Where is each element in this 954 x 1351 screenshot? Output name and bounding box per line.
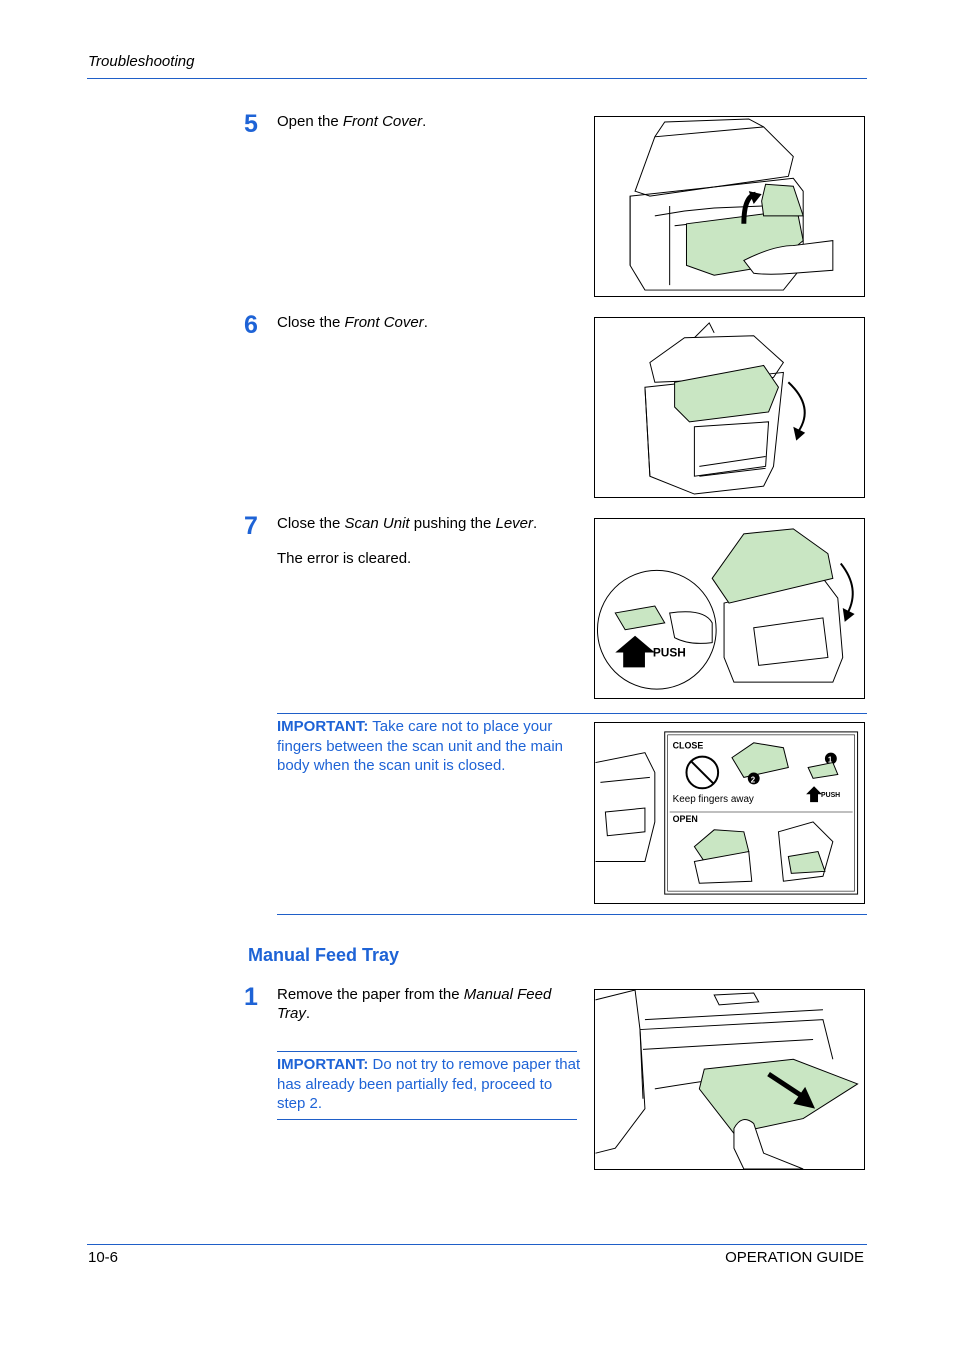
push-label: PUSH (653, 645, 686, 659)
running-header: Troubleshooting (88, 53, 195, 70)
label-close: CLOSE (673, 741, 704, 751)
header-rule (87, 78, 867, 79)
important-bottom-rule (277, 914, 867, 915)
important-note-fingers: IMPORTANT: Take care not to place your f… (277, 718, 564, 774)
important-note-partial-feed: IMPORTANT: Do not try to remove paper th… (277, 1056, 581, 1112)
illustration-close-scan-unit: PUSH (594, 518, 865, 699)
illustration-warning-label: CLOSE 2 1 PUSH Keep fingers away OPEN (594, 722, 865, 904)
step-5-text: Open the Front Cover. (277, 113, 427, 130)
label-open: OPEN (673, 814, 698, 824)
illustration-open-front-cover (594, 116, 865, 297)
step-7-number: 7 (244, 512, 258, 540)
illustration-close-front-cover (594, 317, 865, 498)
step-7-text: Close the Scan Unit pushing the Lever. (277, 515, 538, 532)
important2-bottom-rule (277, 1119, 577, 1120)
manual-step-1-text: Remove the paper from the Manual Feed Tr… (277, 986, 552, 1022)
label-step-2: 2 (751, 775, 756, 784)
important2-top-rule (277, 1051, 577, 1052)
step-6-number: 6 (244, 311, 258, 339)
step-5-number: 5 (244, 110, 258, 138)
manual-step-1-number: 1 (244, 983, 258, 1011)
footer-rule (87, 1244, 867, 1245)
important-top-rule (277, 713, 867, 714)
step-6-text: Close the Front Cover. (277, 314, 428, 331)
label-keep-fingers: Keep fingers away (673, 794, 754, 805)
illustration-remove-paper (594, 989, 865, 1170)
step-7-note: The error is cleared. (277, 550, 412, 567)
guide-title: OPERATION GUIDE (725, 1249, 864, 1266)
label-step-1: 1 (828, 756, 833, 765)
page-number: 10-6 (88, 1249, 119, 1266)
label-push: PUSH (821, 792, 840, 799)
section-title-manual-feed-tray: Manual Feed Tray (248, 945, 400, 965)
